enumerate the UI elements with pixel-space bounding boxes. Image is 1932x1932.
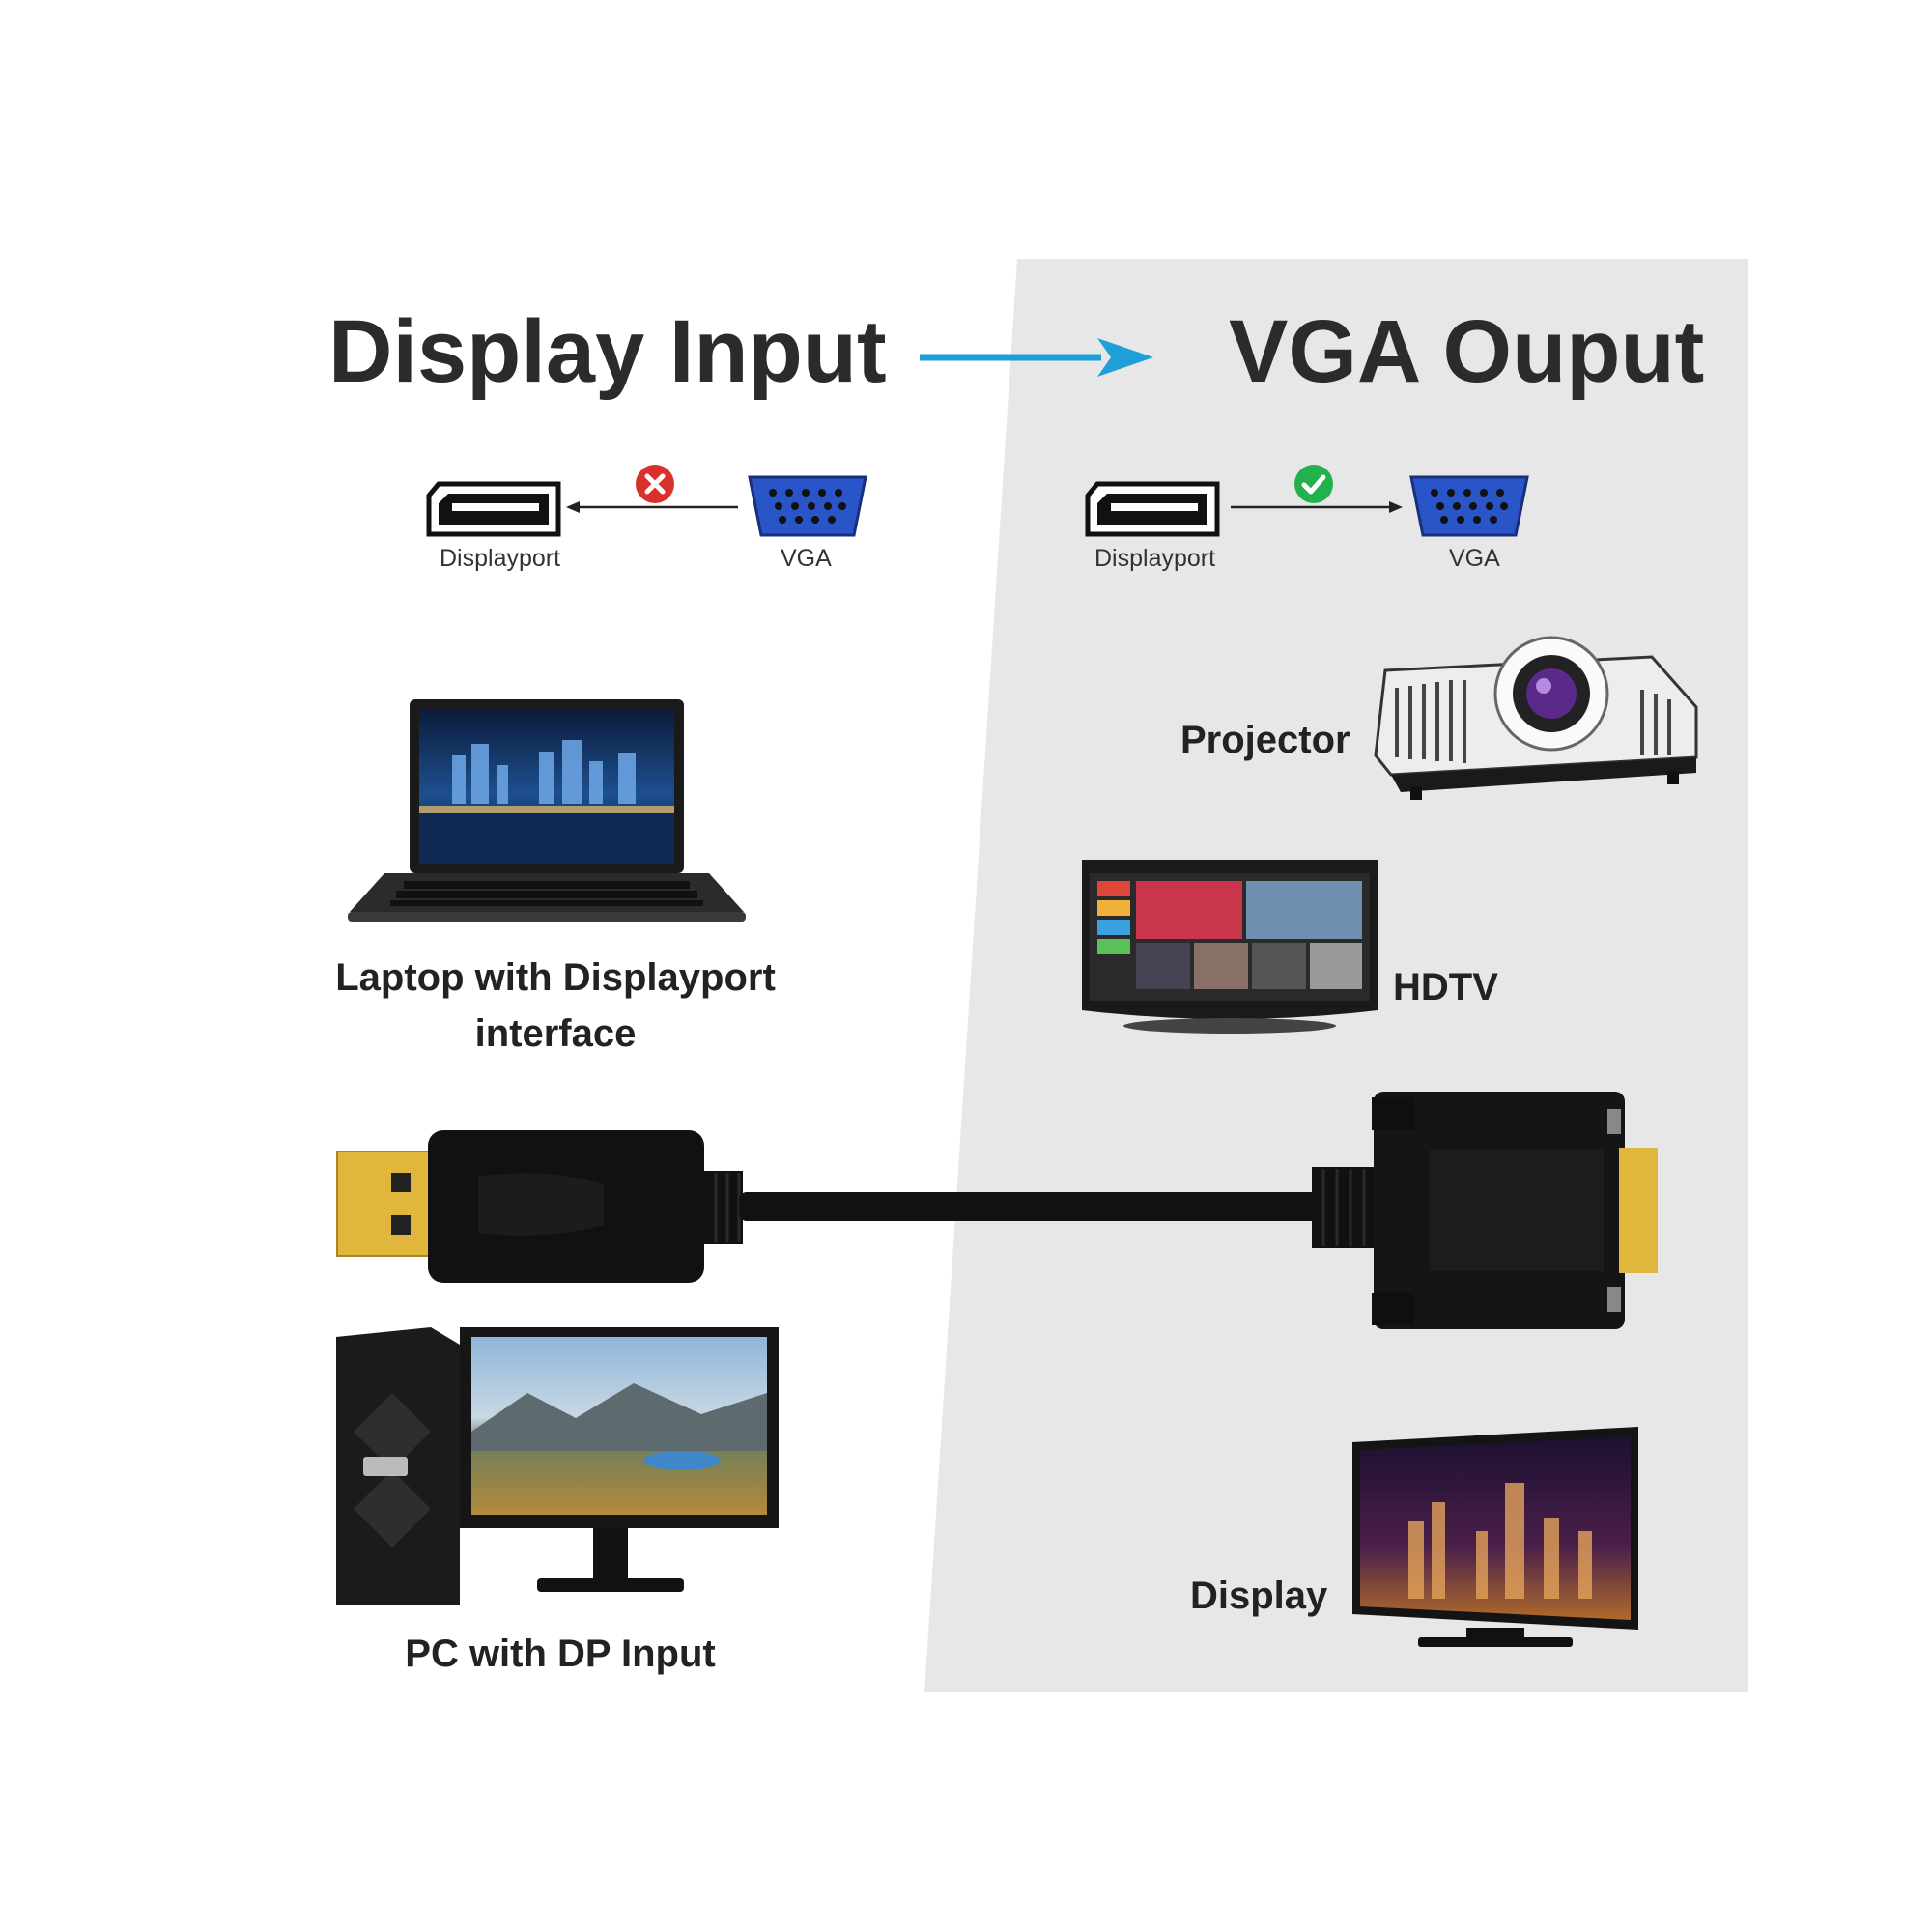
displayport-plug-image [336, 1130, 743, 1283]
laptop-image [348, 699, 746, 922]
compatible-check-icon [1294, 465, 1333, 503]
projector-image [1374, 636, 1698, 800]
vga-connector-icon [748, 475, 867, 537]
cable-wire [739, 1192, 1323, 1221]
projector-label: Projector [1180, 719, 1350, 761]
right-arrow-icon [1231, 501, 1403, 513]
display-label: Display [1190, 1575, 1328, 1617]
input-vga-label: VGA [781, 545, 832, 572]
displayport-connector-icon [1085, 481, 1220, 537]
vga-output-heading: VGA Ouput [1229, 302, 1705, 401]
input-displayport-label: Displayport [440, 545, 561, 572]
output-vga-label: VGA [1449, 545, 1500, 572]
display-image [1352, 1427, 1638, 1647]
left-arrow-icon [566, 501, 738, 513]
direction-arrow-icon [920, 338, 1153, 377]
laptop-label-line1: Laptop with Displayport [335, 956, 776, 999]
displayport-connector-icon [426, 481, 561, 537]
incompatible-cross-icon [636, 465, 674, 503]
vga-plug-image [1312, 1092, 1658, 1329]
display-input-heading: Display Input [328, 302, 887, 401]
hdtv-image [1082, 860, 1378, 1034]
hdtv-label: HDTV [1393, 966, 1498, 1009]
pc-with-monitor-image [336, 1327, 779, 1605]
vga-connector-icon [1409, 475, 1529, 537]
pc-label: PC with DP Input [405, 1633, 716, 1675]
laptop-label-line2: interface [474, 1012, 637, 1055]
output-displayport-label: Displayport [1094, 545, 1216, 572]
